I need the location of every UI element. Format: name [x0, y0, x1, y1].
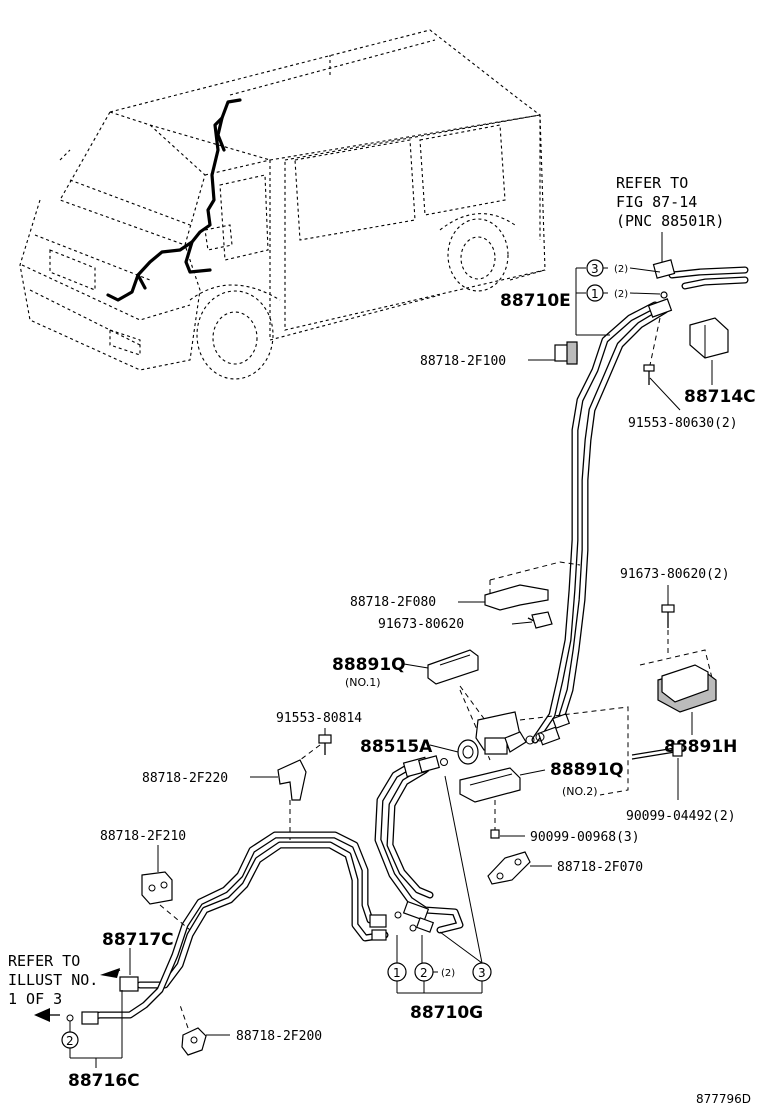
part-88891H [639, 649, 717, 735]
label-91553-80814: 91553-80814 [276, 711, 362, 726]
part-88718-2F080 [458, 561, 581, 611]
label-88891Q-no1: 88891Q [332, 655, 406, 675]
pipe-rear-lines [81, 831, 389, 1025]
label-88891Q-no1-note: (NO.1) [345, 676, 381, 689]
label-90099-00968: 90099-00968(3) [530, 830, 640, 845]
part-91673-80620 [511, 611, 553, 629]
refer-top-line3: (PNC 88501R) [616, 212, 724, 230]
refer-top-note: REFER TO FIG 87-14 (PNC 88501R) [616, 174, 724, 262]
callout-2-left: 2 [66, 1034, 74, 1048]
label-90099-04492: 90099-04492(2) [626, 809, 736, 824]
label-88718-2F200: 88718-2F200 [236, 1029, 322, 1044]
part-88515A [429, 689, 629, 796]
callout-qty-bottom: (2) [441, 968, 455, 979]
refer-top-line1: REFER TO [616, 174, 688, 192]
part-91553-80630 [643, 317, 681, 411]
refer-left-line2: ILLUST NO. [8, 971, 98, 989]
callouts-88710G: 1 2 (2) 3 [387, 775, 492, 994]
pipe-88710G [374, 755, 464, 934]
part-88714C [689, 317, 729, 385]
label-91673-80620: 91673-80620 [378, 617, 464, 632]
label-88718-2F080: 88718-2F080 [350, 595, 436, 610]
arrow-icon-left-b [34, 1008, 50, 1022]
refer-left-line3: 1 OF 3 [8, 990, 62, 1008]
refer-left-line1: REFER TO [8, 952, 80, 970]
callout-qty-top-b: (2) [614, 289, 628, 300]
label-88515A: 88515A [360, 737, 433, 757]
label-88891Q-no2: 88891Q [550, 760, 624, 780]
label-88718-2F070: 88718-2F070 [557, 860, 643, 875]
refer-left-note: REFER TO ILLUST NO. 1 OF 3 [8, 952, 121, 1022]
label-88718-2F100: 88718-2F100 [420, 354, 506, 369]
refer-top-line2: FIG 87-14 [616, 193, 697, 211]
label-88714C: 88714C [684, 387, 756, 407]
part-90099-04492 [631, 743, 683, 800]
callouts-88716C: 2 [61, 990, 123, 1068]
part-88718-2F210 [141, 845, 191, 931]
part-91553-80814 [299, 728, 332, 761]
pipe-88710E [531, 259, 749, 746]
part-91673-80620-2 [661, 585, 675, 655]
part-88718-2F070 [487, 851, 552, 885]
label-88710E: 88710E [500, 291, 571, 311]
callout-3-bottom: 3 [478, 966, 486, 980]
part-90099-00968 [490, 800, 525, 839]
label-88717C: 88717C [102, 930, 174, 950]
diagram-code: 877796D [696, 1092, 751, 1106]
arrow-icon-left-a [100, 968, 120, 978]
callout-2-bottom: 2 [420, 966, 428, 980]
callouts-top: 3 (2) 1 (2) [575, 259, 668, 336]
callout-1-bottom: 1 [393, 966, 401, 980]
label-88718-2F210: 88718-2F210 [100, 829, 186, 844]
label-91553-80630: 91553-80630(2) [628, 416, 738, 431]
label-88718-2F220: 88718-2F220 [142, 771, 228, 786]
part-88891Q-no2 [459, 767, 546, 803]
part-88718-2F100 [528, 341, 578, 365]
callout-qty-top-a: (2) [614, 264, 628, 275]
callout-1-top: 1 [591, 287, 599, 301]
label-88710G: 88710G [410, 1003, 483, 1023]
van-illustration [19, 29, 546, 380]
label-88716C: 88716C [68, 1071, 140, 1091]
part-88718-2F220 [250, 759, 307, 840]
part-88891Q-no1 [403, 649, 486, 721]
part-88718-2F200 [179, 1004, 230, 1056]
label-88891Q-no2-note: (NO.2) [562, 785, 598, 798]
callout-3-top: 3 [591, 262, 599, 276]
label-91673-80620-2: 91673-80620(2) [620, 567, 730, 582]
